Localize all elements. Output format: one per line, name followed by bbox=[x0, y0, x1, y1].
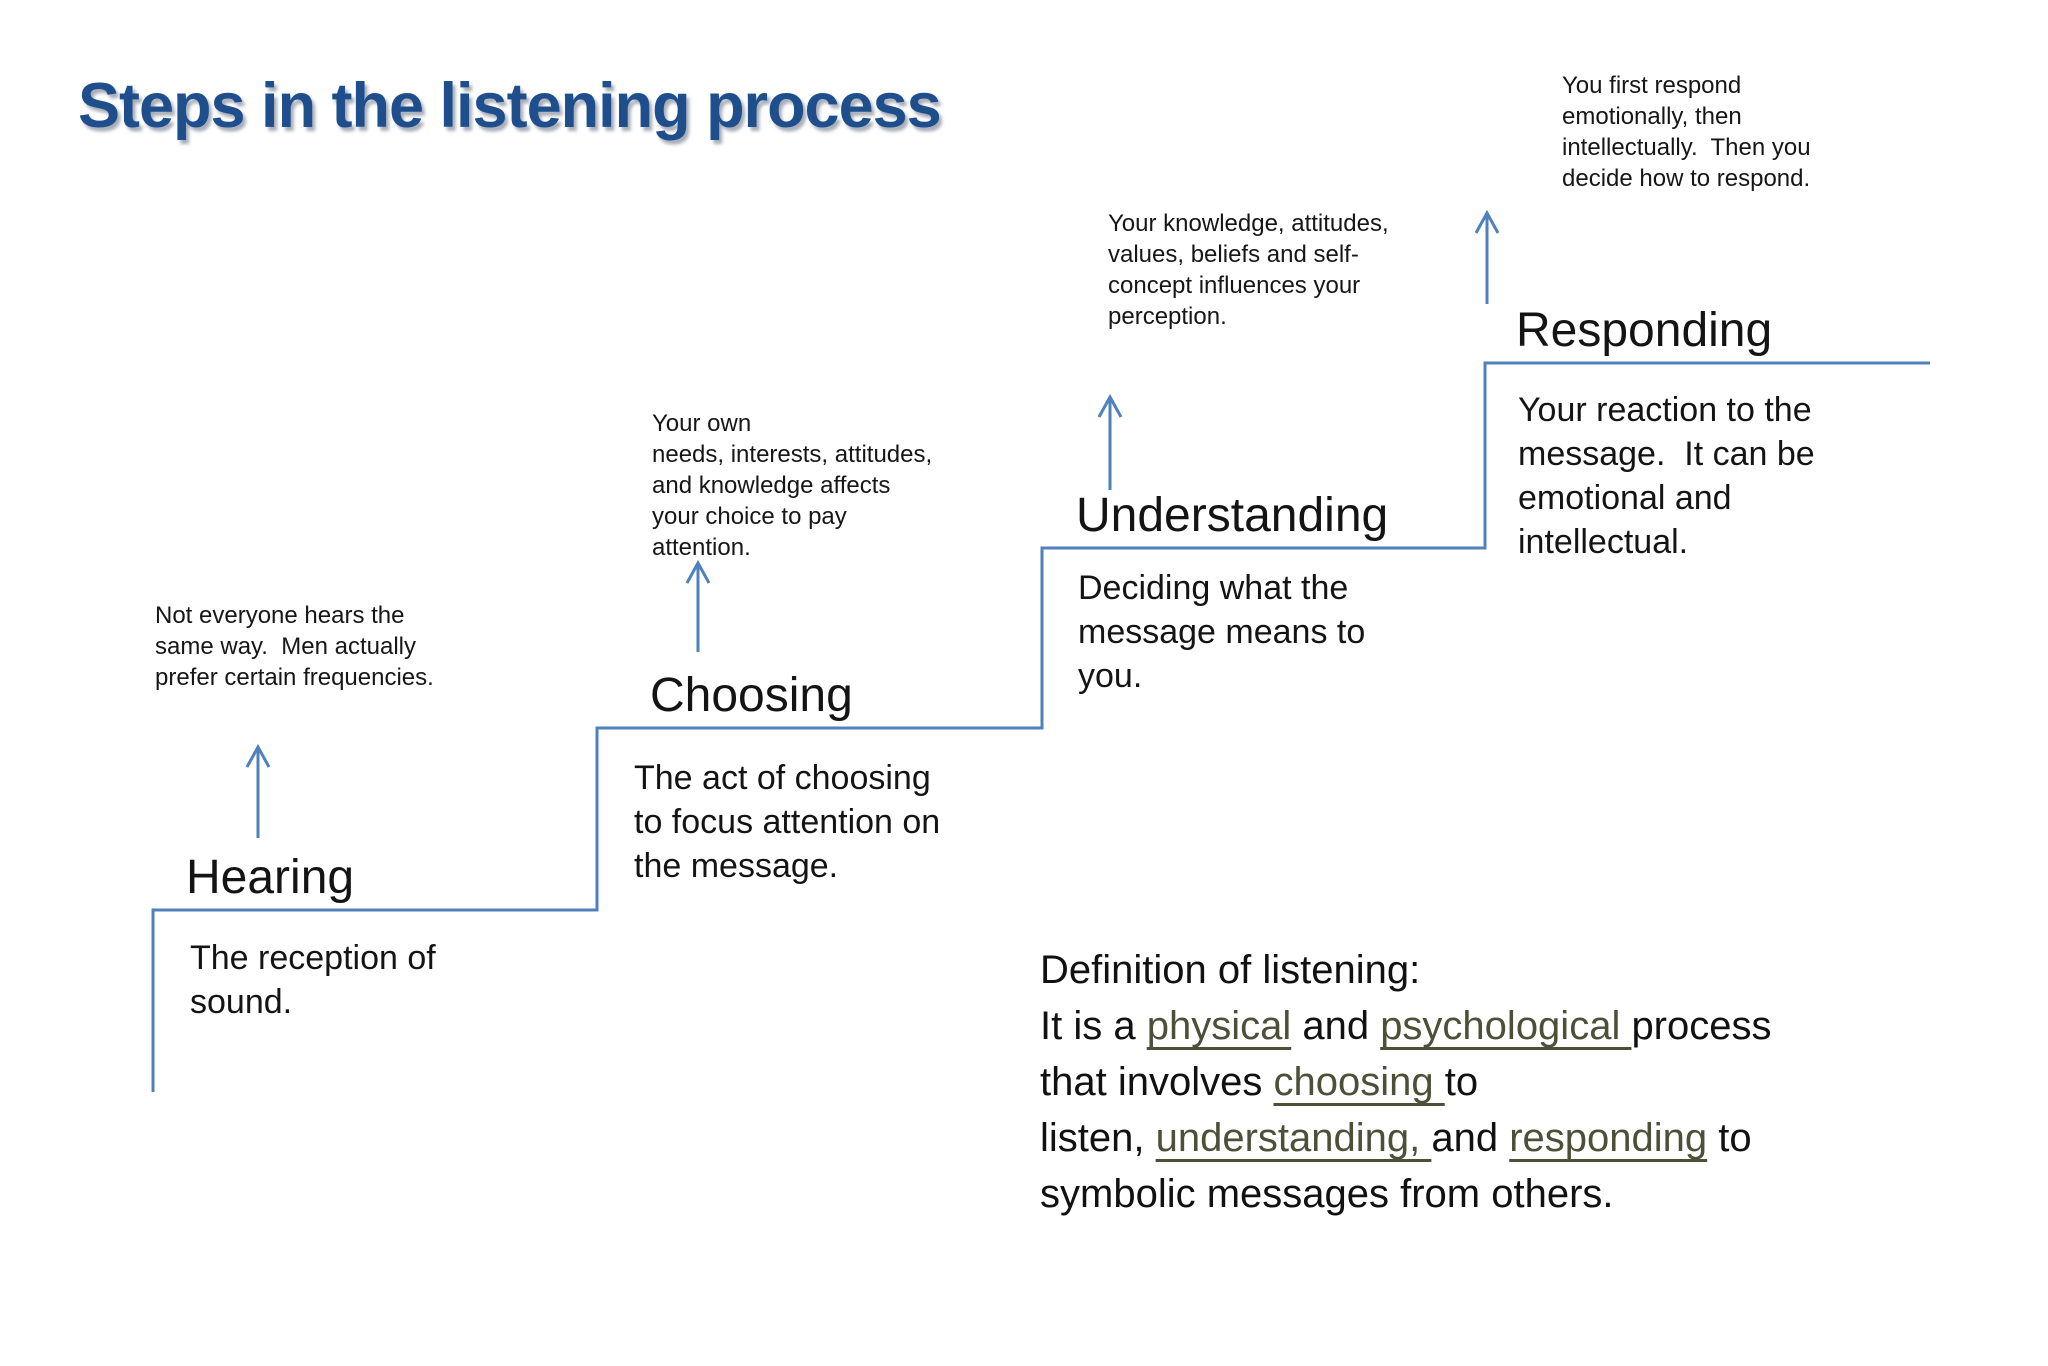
annotation-hearing: Not everyone hears the same way. Men act… bbox=[155, 602, 434, 691]
definition-text: Definition of listening: It is a bbox=[1040, 948, 1421, 1048]
up-arrow-responding bbox=[1474, 209, 1500, 304]
up-arrow-hearing bbox=[245, 743, 271, 838]
definition-text: process that involves bbox=[1040, 1004, 1772, 1104]
step-label-understanding: Understanding bbox=[1076, 489, 1389, 542]
step-description-hearing: The reception of sound. bbox=[190, 939, 436, 1021]
definition-term-understanding: understanding, bbox=[1155, 1116, 1432, 1160]
step-label-choosing: Choosing bbox=[650, 669, 853, 722]
definition-text: to listen, bbox=[1040, 1060, 1479, 1160]
step-description-responding: Your reaction to the message. It can be … bbox=[1518, 391, 1815, 561]
definition-paragraph: Definition of listening: It is a physica… bbox=[1040, 942, 1772, 1222]
definition-text: to symbolic messages from others. bbox=[1040, 1116, 1752, 1216]
definition-term-psychological: psychological bbox=[1380, 1004, 1632, 1048]
definition-text: and bbox=[1431, 1116, 1510, 1160]
annotation-choosing: Your own needs, interests, attitudes, an… bbox=[652, 410, 933, 561]
definition-term-choosing: choosing bbox=[1273, 1060, 1445, 1104]
definition-term-physical: physical bbox=[1146, 1004, 1292, 1048]
annotation-responding: You first respond emotionally, then inte… bbox=[1562, 72, 1811, 192]
step-label-hearing: Hearing bbox=[186, 851, 355, 904]
definition-term-responding: responding bbox=[1509, 1116, 1708, 1160]
step-description-choosing: The act of choosing to focus attention o… bbox=[634, 759, 941, 885]
page-title: Steps in the listening process bbox=[78, 71, 942, 141]
definition-text: and bbox=[1291, 1004, 1381, 1048]
up-arrow-understanding bbox=[1097, 393, 1123, 490]
step-description-understanding: Deciding what the message means to you. bbox=[1078, 569, 1366, 695]
annotation-understanding: Your knowledge, attitudes, values, belie… bbox=[1108, 210, 1389, 330]
step-label-responding: Responding bbox=[1516, 304, 1773, 357]
up-arrow-choosing bbox=[685, 559, 711, 652]
